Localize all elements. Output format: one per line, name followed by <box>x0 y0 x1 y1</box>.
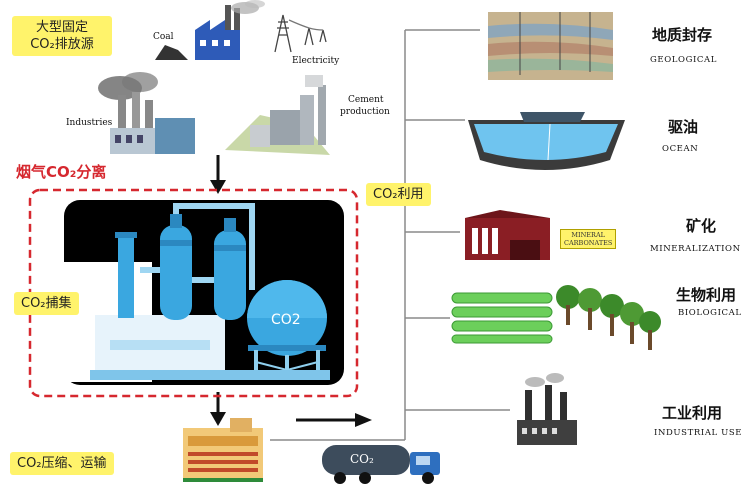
co2-utilization-label: CO₂利用 <box>366 183 431 206</box>
co2-tanker-truck-icon <box>322 445 440 484</box>
industries-icon <box>98 72 195 154</box>
co2-capture-label: CO₂捕集 <box>14 292 79 315</box>
coal-label: Coal <box>153 32 174 42</box>
cement-plant-icon <box>225 75 330 155</box>
capture-plant-illustration <box>64 200 344 385</box>
emission-source-label: 大型固定 CO₂排放源 <box>12 16 112 56</box>
utilization-geological-en: GEOLOGICAL <box>650 55 718 65</box>
utilization-geological-cn: 地质封存 <box>652 26 713 44</box>
truck-co2-label: CO₂ <box>350 452 374 466</box>
electricity-tower-icon <box>274 14 327 53</box>
industries-label: Industries <box>66 118 113 128</box>
power-plant-icon <box>195 0 265 60</box>
utilization-industrial-cn: 工业利用 <box>662 404 723 422</box>
tank-co2-label: CO2 <box>271 312 301 328</box>
utilization-mineralization-cn: 矿化 <box>686 217 717 235</box>
geological-strata-icon <box>488 12 613 80</box>
trees-icon <box>556 285 661 350</box>
mineral-sign-line1: MINERAL <box>571 231 605 239</box>
utilization-ocean-cn: 驱油 <box>668 118 699 136</box>
algae-tubes-icon <box>451 292 553 344</box>
cement-label: Cement production <box>340 94 390 118</box>
utilization-biological-en: BIOLOGICAL <box>678 308 742 318</box>
emission-source-line1: 大型固定 <box>35 20 88 35</box>
arrow-down-icon <box>210 155 226 194</box>
utilization-biological-cn: 生物利用 <box>676 286 737 304</box>
cement-label-line1: Cement <box>348 95 384 105</box>
factory-icon <box>517 373 577 445</box>
electricity-label: Electricity <box>292 56 340 66</box>
utilization-industrial-en: INDUSTRIAL USE <box>654 428 743 438</box>
arrow-right-icon <box>296 413 372 427</box>
mineral-building-icon <box>465 210 550 260</box>
ocean-tanker-icon <box>468 102 625 170</box>
utilization-branch-lines <box>270 29 510 441</box>
cement-label-line2: production <box>340 107 390 117</box>
mineral-sign-line2: CARBONATES <box>564 239 613 247</box>
coal-pile-icon <box>155 45 188 60</box>
mineral-carbonates-sign: MINERAL CARBONATES <box>560 229 617 249</box>
utilization-ocean-en: OCEAN <box>662 144 699 154</box>
emission-source-line2: CO₂排放源 <box>30 37 94 52</box>
flue-gas-separation-label: 烟气CO₂分离 <box>16 163 107 181</box>
compression-transport-label: CO₂压缩、运输 <box>10 452 114 475</box>
compression-station-icon <box>183 418 263 482</box>
utilization-mineralization-en: MINERALIZATION <box>650 244 741 254</box>
